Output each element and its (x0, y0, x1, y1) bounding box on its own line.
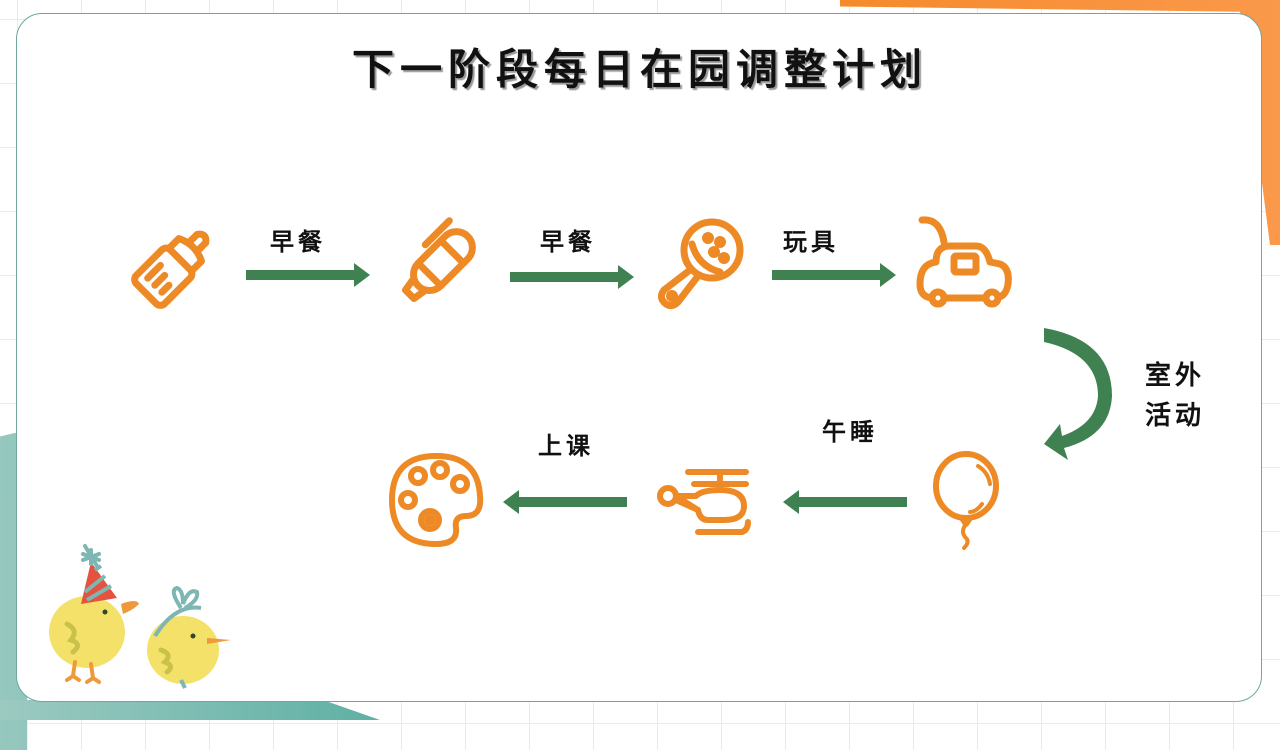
helicopter-icon (654, 450, 754, 550)
slide-title: 下一阶段每日在园调整计划 (351, 45, 928, 94)
step-label-toys: 玩具 (783, 228, 839, 256)
step-label-breakfast-1: 早餐 (270, 228, 326, 256)
arrow-right-icon (510, 265, 634, 289)
palette-icon (386, 450, 486, 550)
arrow-right-icon (772, 263, 896, 287)
toy-car-icon (914, 214, 1014, 314)
chicks-illustration (45, 540, 245, 690)
decor-teal-bottom-shape (0, 700, 380, 720)
outdoor-label-line1: 室外 (1145, 361, 1206, 391)
outdoor-label-line2: 活动 (1145, 401, 1206, 431)
step-label-nap: 午睡 (822, 418, 878, 446)
baby-bottle-icon (126, 214, 226, 314)
balloon-icon (916, 450, 1016, 550)
pen-icon (388, 216, 488, 316)
arrow-left-icon (783, 490, 907, 514)
curved-arrow-down-icon (1040, 326, 1120, 466)
step-label-breakfast-2: 早餐 (540, 228, 596, 256)
step-label-class: 上课 (538, 432, 594, 460)
step-label-outdoor-activity: 室外 活动 (1145, 356, 1215, 436)
slide-card (16, 13, 1262, 702)
rattle-icon (650, 214, 750, 314)
arrow-left-icon (503, 490, 627, 514)
arrow-right-icon (246, 263, 370, 287)
